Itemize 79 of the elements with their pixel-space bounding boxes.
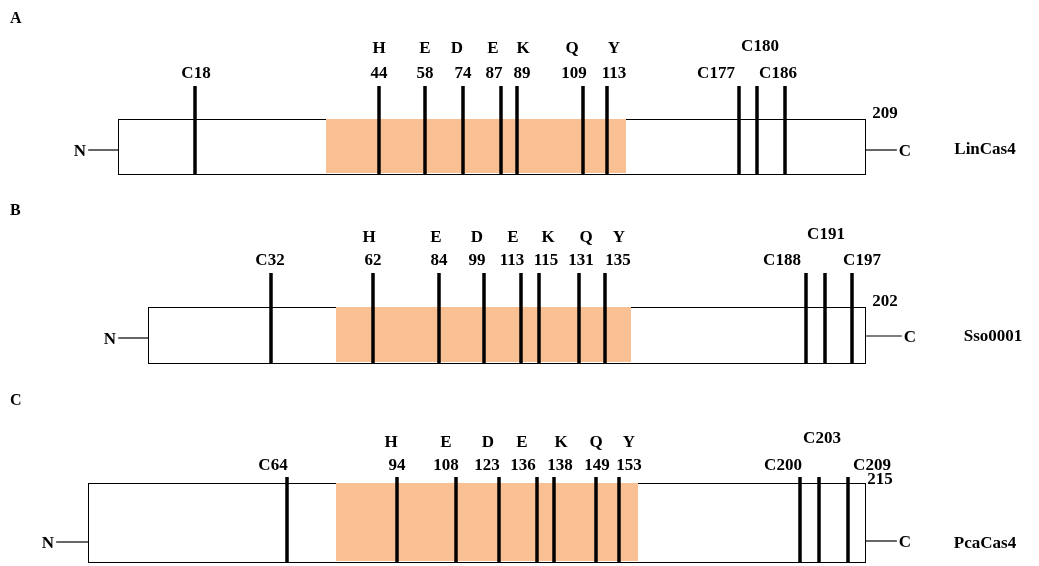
active-site-region [336, 483, 638, 561]
residue-label: 153 [616, 455, 642, 473]
terminus-label: C [898, 141, 912, 159]
residue-label: C203 [803, 428, 841, 446]
active-site-region [336, 307, 631, 362]
residue-label: 109 [561, 63, 587, 81]
residue-label: E [516, 432, 528, 450]
protein-bar [118, 119, 866, 175]
residue-label: C32 [255, 250, 285, 268]
sequence-length: 202 [872, 291, 898, 309]
residue-label: K [541, 227, 555, 245]
terminus-line [865, 335, 903, 337]
residue-label: 74 [454, 63, 472, 81]
residue-label: Y [622, 432, 636, 450]
terminus-label: N [73, 141, 87, 159]
residue-label: Y [607, 38, 621, 56]
residue-label: 131 [568, 250, 594, 268]
residue-label: 115 [533, 250, 559, 268]
residue-label: 44 [370, 63, 388, 81]
terminus-label: N [103, 329, 117, 347]
panel-letter: A [10, 10, 22, 26]
residue-label: 89 [513, 63, 531, 81]
terminus-line [865, 149, 898, 151]
residue-label: C191 [807, 224, 845, 242]
panel-letter: C [10, 392, 22, 408]
terminus-line [117, 337, 149, 339]
residue-label: 94 [388, 455, 406, 473]
terminus-label: N [41, 533, 55, 551]
residue-label: H [384, 432, 398, 450]
residue-label: H [372, 38, 386, 56]
residue-label: Q [565, 38, 579, 56]
residue-label: 87 [485, 63, 503, 81]
sequence-length: 209 [872, 103, 898, 121]
residue-label: 138 [547, 455, 573, 473]
residue-label: K [516, 38, 530, 56]
residue-label: H [362, 227, 376, 245]
residue-label: C197 [843, 250, 881, 268]
residue-label: 149 [584, 455, 610, 473]
panel-letter: B [10, 202, 21, 218]
protein-name: Sso0001 [963, 326, 1023, 344]
residue-label: 108 [433, 455, 459, 473]
residue-label: 62 [364, 250, 382, 268]
residue-label: C188 [763, 250, 801, 268]
residue-label: Q [589, 432, 603, 450]
protein-bar [88, 483, 866, 563]
terminus-line [865, 540, 898, 542]
residue-label: K [554, 432, 568, 450]
residue-label: E [419, 38, 431, 56]
residue-label: D [470, 227, 484, 245]
residue-label: C177 [697, 63, 735, 81]
residue-label: C64 [258, 455, 288, 473]
residue-label: C18 [181, 63, 211, 81]
residue-label: C200 [764, 455, 802, 473]
terminus-line [55, 541, 89, 543]
protein-name: LinCas4 [954, 139, 1016, 157]
protein-bar [148, 307, 866, 364]
residue-label: Q [579, 227, 593, 245]
residue-label: D [450, 38, 464, 56]
active-site-region [326, 119, 626, 173]
residue-label: 123 [474, 455, 500, 473]
residue-label: 113 [499, 250, 525, 268]
residue-label: E [430, 227, 442, 245]
residue-label: 84 [430, 250, 448, 268]
residue-label: E [440, 432, 452, 450]
residue-label: E [487, 38, 499, 56]
terminus-label: C [903, 327, 917, 345]
residue-label: 113 [601, 63, 627, 81]
residue-label: D [481, 432, 495, 450]
residue-label: Y [612, 227, 626, 245]
residue-label: 135 [605, 250, 631, 268]
residue-label: C186 [759, 63, 797, 81]
residue-label: E [507, 227, 519, 245]
terminus-line [87, 149, 119, 151]
residue-label: 58 [416, 63, 434, 81]
terminus-label: C [898, 532, 912, 550]
protein-name: PcaCas4 [953, 533, 1017, 551]
residue-label: 136 [510, 455, 536, 473]
residue-label: C180 [741, 36, 779, 54]
residue-label: 99 [468, 250, 486, 268]
